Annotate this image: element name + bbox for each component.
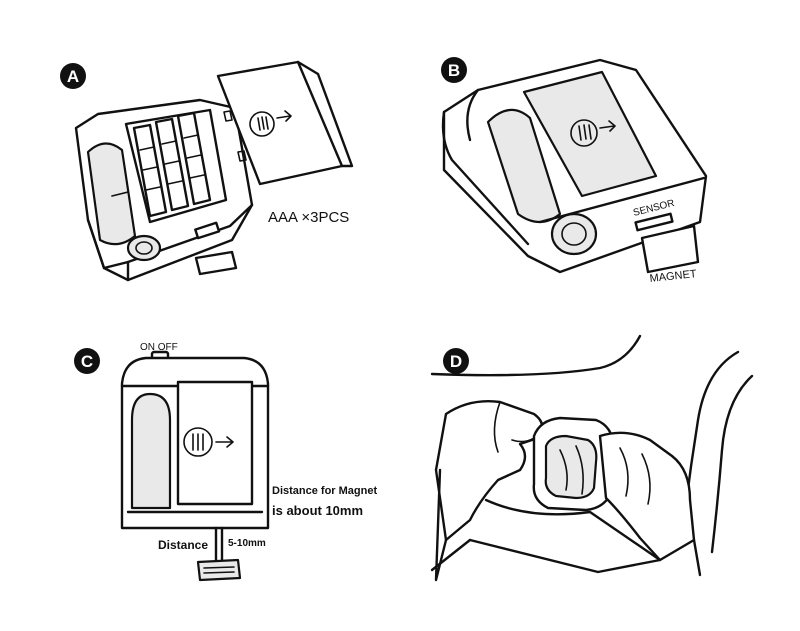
distance-dimension	[214, 526, 224, 564]
on-off-label: ON OFF	[140, 342, 178, 353]
device-in-hand	[532, 416, 616, 512]
battery-1	[132, 123, 168, 218]
open-arrow-icon	[570, 119, 616, 147]
svg-text:D: D	[450, 352, 462, 371]
magnet-label: MAGNET	[649, 268, 697, 285]
magnet-note-line1: Distance for Magnet	[272, 485, 377, 497]
battery-cover	[216, 60, 354, 186]
svg-text:C: C	[81, 352, 93, 371]
panel-d-badge: D	[443, 348, 469, 374]
left-hand	[434, 400, 544, 582]
panel-b: B SENSOR MAGNET	[441, 57, 708, 285]
switch-slot	[194, 221, 221, 240]
panel-d: D	[430, 334, 754, 582]
panel-a: A	[60, 60, 354, 282]
battery-2	[154, 117, 190, 212]
panel-c: C ON OFF Distance	[74, 342, 377, 582]
magnet-note-line2: is about 10mm	[272, 503, 363, 518]
magnet-piece-a	[194, 250, 238, 276]
right-hand	[430, 431, 702, 577]
panel-b-badge: B	[441, 57, 467, 83]
magnet-piece-c	[196, 558, 242, 582]
panel-c-badge: C	[74, 348, 100, 374]
open-arrow-icon	[183, 427, 234, 457]
panel-a-badge: A	[60, 63, 86, 89]
distance-label: Distance	[158, 538, 208, 552]
device-body-closed	[441, 58, 708, 274]
battery-3	[176, 111, 212, 206]
magnet-piece-b	[640, 224, 700, 274]
device-front-view	[120, 356, 270, 530]
svg-text:A: A	[67, 67, 79, 86]
distance-value: 5-10mm	[228, 538, 266, 549]
svg-text:B: B	[448, 61, 460, 80]
open-arrow-icon	[249, 110, 292, 137]
battery-caption: AAA ×3PCS	[268, 209, 349, 226]
